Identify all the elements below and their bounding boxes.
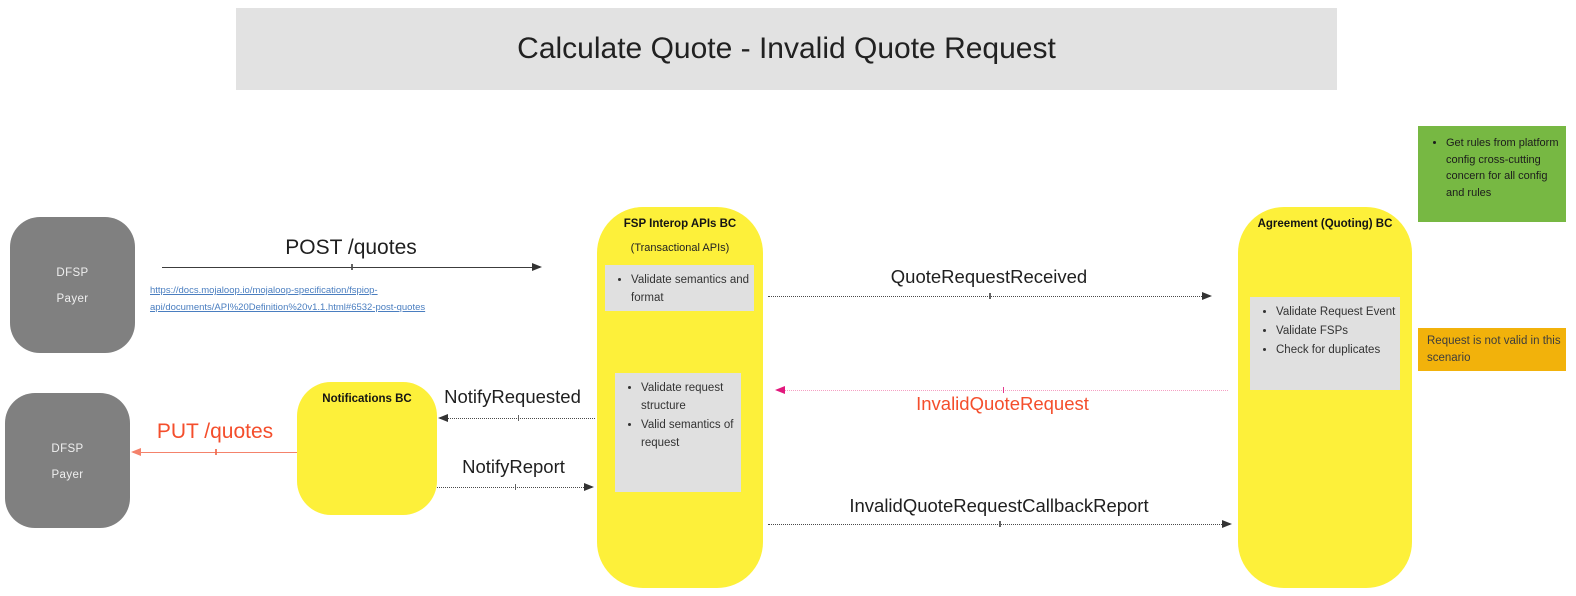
arrow-midpoint-tick: [514, 484, 516, 490]
arrow-notify-report: [437, 482, 594, 491]
arrowhead-right-icon: [1222, 519, 1232, 528]
note-item: Check for duplicates: [1276, 341, 1396, 359]
arrowhead-right-icon: [584, 482, 594, 491]
arrowhead-left-icon: [131, 447, 141, 456]
actor-label-line1: DFSP: [56, 267, 89, 279]
actor-label-line1: DFSP: [51, 443, 84, 455]
arrow-midpoint-tick: [517, 415, 519, 421]
component-agreement-quoting-bc: Agreement (Quoting) BC Validate Request …: [1238, 207, 1412, 588]
note-item: Get rules from platform config cross-cut…: [1446, 135, 1562, 201]
arrow-midpoint-tick: [215, 449, 217, 455]
validation-note-semantics: Validate semantics and format: [605, 265, 754, 311]
message-invalid-quote-request: InvalidQuoteRequest: [916, 393, 1089, 414]
component-fsp-interop-apis-bc: FSP Interop APIs BC (Transactional APIs)…: [597, 207, 763, 588]
arrowhead-right-icon: [532, 262, 542, 271]
component-subtitle: (Transactional APIs): [630, 242, 730, 254]
arrowhead-right-icon: [1202, 291, 1212, 300]
component-title: FSP Interop APIs BC: [623, 218, 737, 230]
green-rules-note: Get rules from platform config cross-cut…: [1418, 126, 1566, 222]
arrowhead-left-icon: [775, 385, 785, 394]
note-item: Validate request structure: [641, 379, 737, 415]
message-put-quotes: PUT /quotes: [156, 420, 274, 443]
arrow-invalid-quote-request: [775, 385, 1228, 394]
arrow-midpoint-tick: [999, 521, 1001, 527]
orange-invalid-note: Request is not valid in this scenario: [1418, 328, 1566, 371]
note-item: Validate Request Event: [1276, 303, 1396, 321]
arrow-quote-request-received: [768, 291, 1212, 300]
actor-label-line2: Payer: [56, 293, 89, 305]
component-title: Agreement (Quoting) BC: [1257, 218, 1393, 230]
spec-link-line1[interactable]: https://docs.mojaloop.io/mojaloop-specif…: [150, 285, 378, 296]
diagram-title: Calculate Quote - Invalid Quote Request: [236, 8, 1337, 90]
validation-note-structure: Validate request structure Valid semanti…: [615, 373, 741, 492]
validation-note-agreement: Validate Request Event Validate FSPs Che…: [1250, 297, 1400, 390]
arrow-post-quotes: [162, 262, 542, 271]
arrow-invalid-quote-request-callback-report: [768, 519, 1232, 528]
arrow-midpoint-tick: [351, 264, 353, 270]
arrow-put-quotes: [131, 447, 297, 456]
spec-link-line2[interactable]: api/documents/API%20Definition%20v1.1.ht…: [150, 302, 426, 313]
arrow-midpoint-tick: [1002, 387, 1004, 393]
actor-dfsp-payer-bottom: DFSP Payer: [5, 393, 130, 528]
actor-dfsp-payer-top: DFSP Payer: [10, 217, 135, 353]
actor-label-line2: Payer: [51, 469, 84, 481]
message-invalid-quote-request-callback-report: InvalidQuoteRequestCallbackReport: [849, 495, 1149, 516]
component-title: Notifications BC: [322, 393, 412, 405]
spec-link[interactable]: https://docs.mojaloop.io/mojaloop-specif…: [150, 282, 480, 316]
component-notifications-bc: Notifications BC: [297, 382, 437, 515]
message-quote-request-received: QuoteRequestReceived: [890, 266, 1088, 287]
arrow-midpoint-tick: [989, 293, 991, 299]
message-notify-requested: NotifyRequested: [444, 386, 581, 407]
note-item: Validate semantics and format: [631, 271, 750, 307]
note-item: Valid semantics of request: [641, 416, 737, 452]
message-notify-report: NotifyReport: [462, 456, 565, 477]
message-post-quotes: POST /quotes: [285, 236, 417, 259]
arrowhead-left-icon: [438, 413, 448, 422]
arrow-notify-requested: [438, 413, 595, 422]
note-item: Validate FSPs: [1276, 322, 1396, 340]
